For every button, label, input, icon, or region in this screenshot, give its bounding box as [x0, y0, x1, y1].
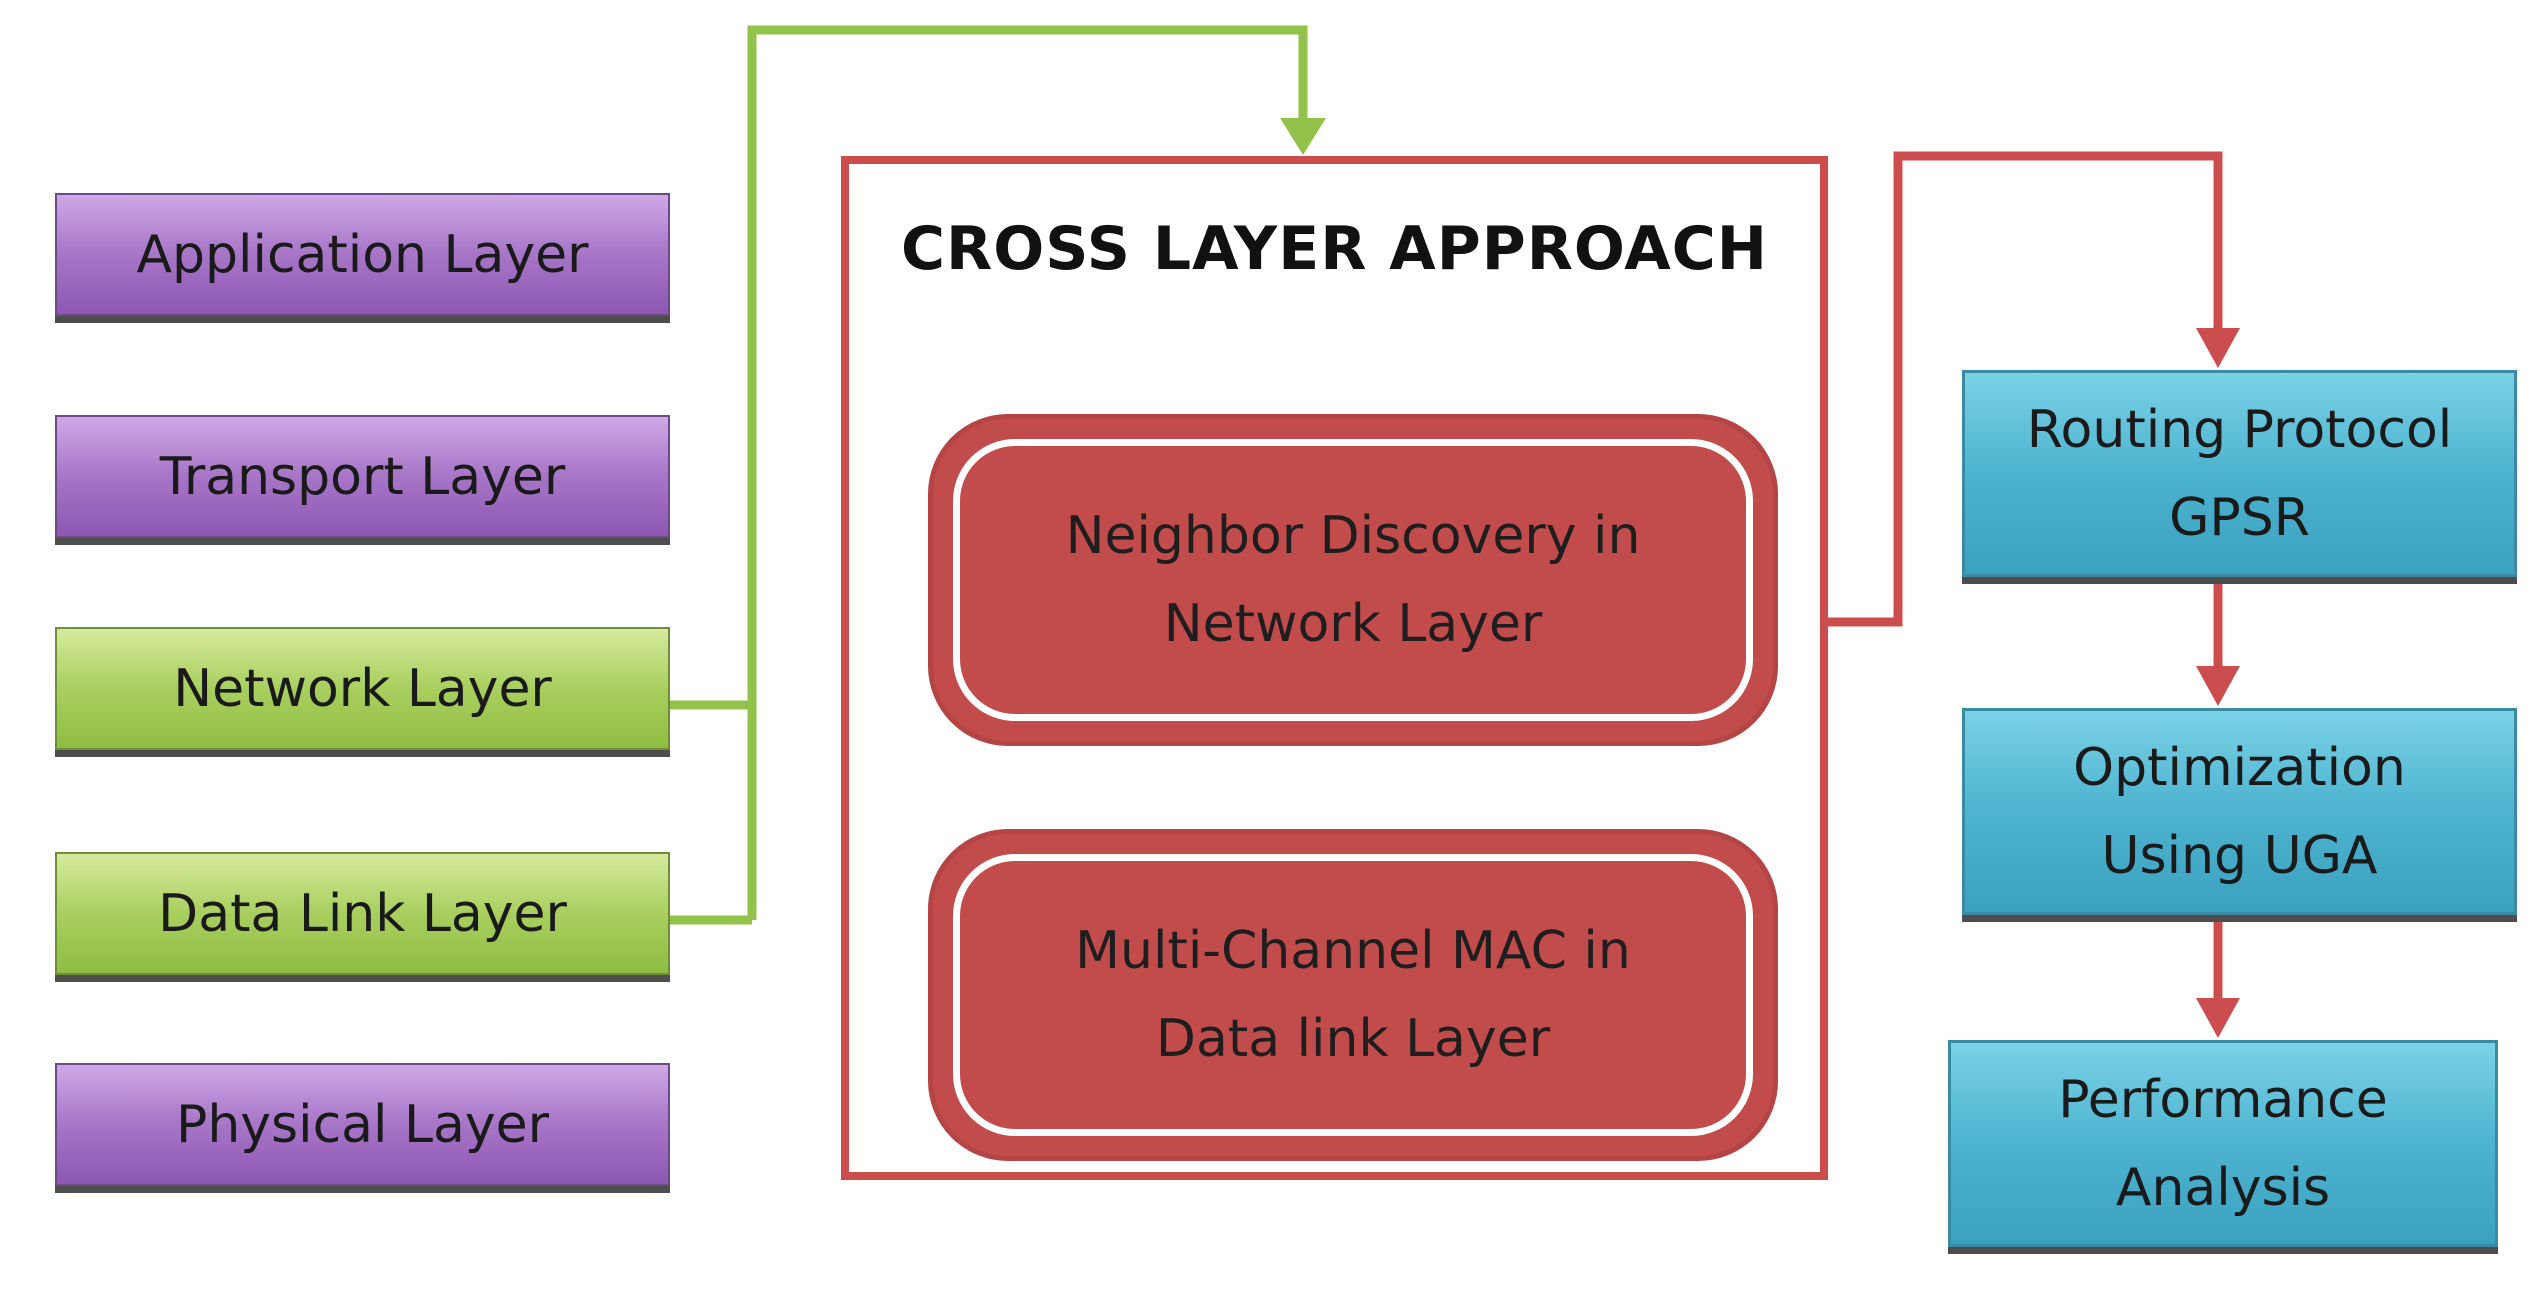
red-arrowhead-optimization: [2196, 666, 2240, 706]
data-link-layer-box: Data Link Layer: [55, 852, 670, 975]
network-layer-box: Network Layer: [55, 627, 670, 750]
cross-layer-title: CROSS LAYER APPROACH: [901, 214, 1768, 284]
red-arrowhead-routing: [2196, 328, 2240, 368]
neighbor-discovery-module: Neighbor Discovery in Network Layer: [928, 414, 1778, 746]
red-arrowhead-performance: [2196, 998, 2240, 1038]
multi-channel-mac-module: Multi-Channel MAC in Data link Layer: [928, 829, 1778, 1161]
physical-layer-label: Physical Layer: [175, 1094, 550, 1155]
performance-analysis-box: Performance Analysis: [1948, 1040, 2498, 1247]
optimization-label: Optimization Using UGA: [2073, 737, 2406, 886]
transport-layer-box: Transport Layer: [55, 415, 670, 538]
transport-layer-label: Transport Layer: [159, 446, 566, 507]
routing-protocol-label: Routing Protocol GPSR: [2026, 399, 2453, 548]
application-layer-box: Application Layer: [55, 193, 670, 316]
multi-channel-mac-label: Multi-Channel MAC in Data link Layer: [1075, 921, 1631, 1069]
green-feed-line: [747, 25, 1308, 920]
neighbor-discovery-inner: Neighbor Discovery in Network Layer: [953, 439, 1753, 721]
neighbor-discovery-label: Neighbor Discovery in Network Layer: [1065, 506, 1641, 654]
green-arrowhead: [1280, 118, 1326, 155]
data-link-layer-label: Data Link Layer: [158, 883, 567, 944]
multi-channel-mac-inner: Multi-Channel MAC in Data link Layer: [953, 854, 1753, 1136]
red-output-line: [1828, 151, 2223, 627]
cross-layer-approach-box: CROSS LAYER APPROACH Neighbor Discovery …: [841, 156, 1828, 1180]
application-layer-label: Application Layer: [136, 224, 589, 285]
routing-protocol-box: Routing Protocol GPSR: [1962, 370, 2517, 577]
physical-layer-box: Physical Layer: [55, 1063, 670, 1186]
network-layer-label: Network Layer: [173, 658, 552, 719]
optimization-box: Optimization Using UGA: [1962, 708, 2517, 915]
performance-analysis-label: Performance Analysis: [2058, 1069, 2388, 1218]
